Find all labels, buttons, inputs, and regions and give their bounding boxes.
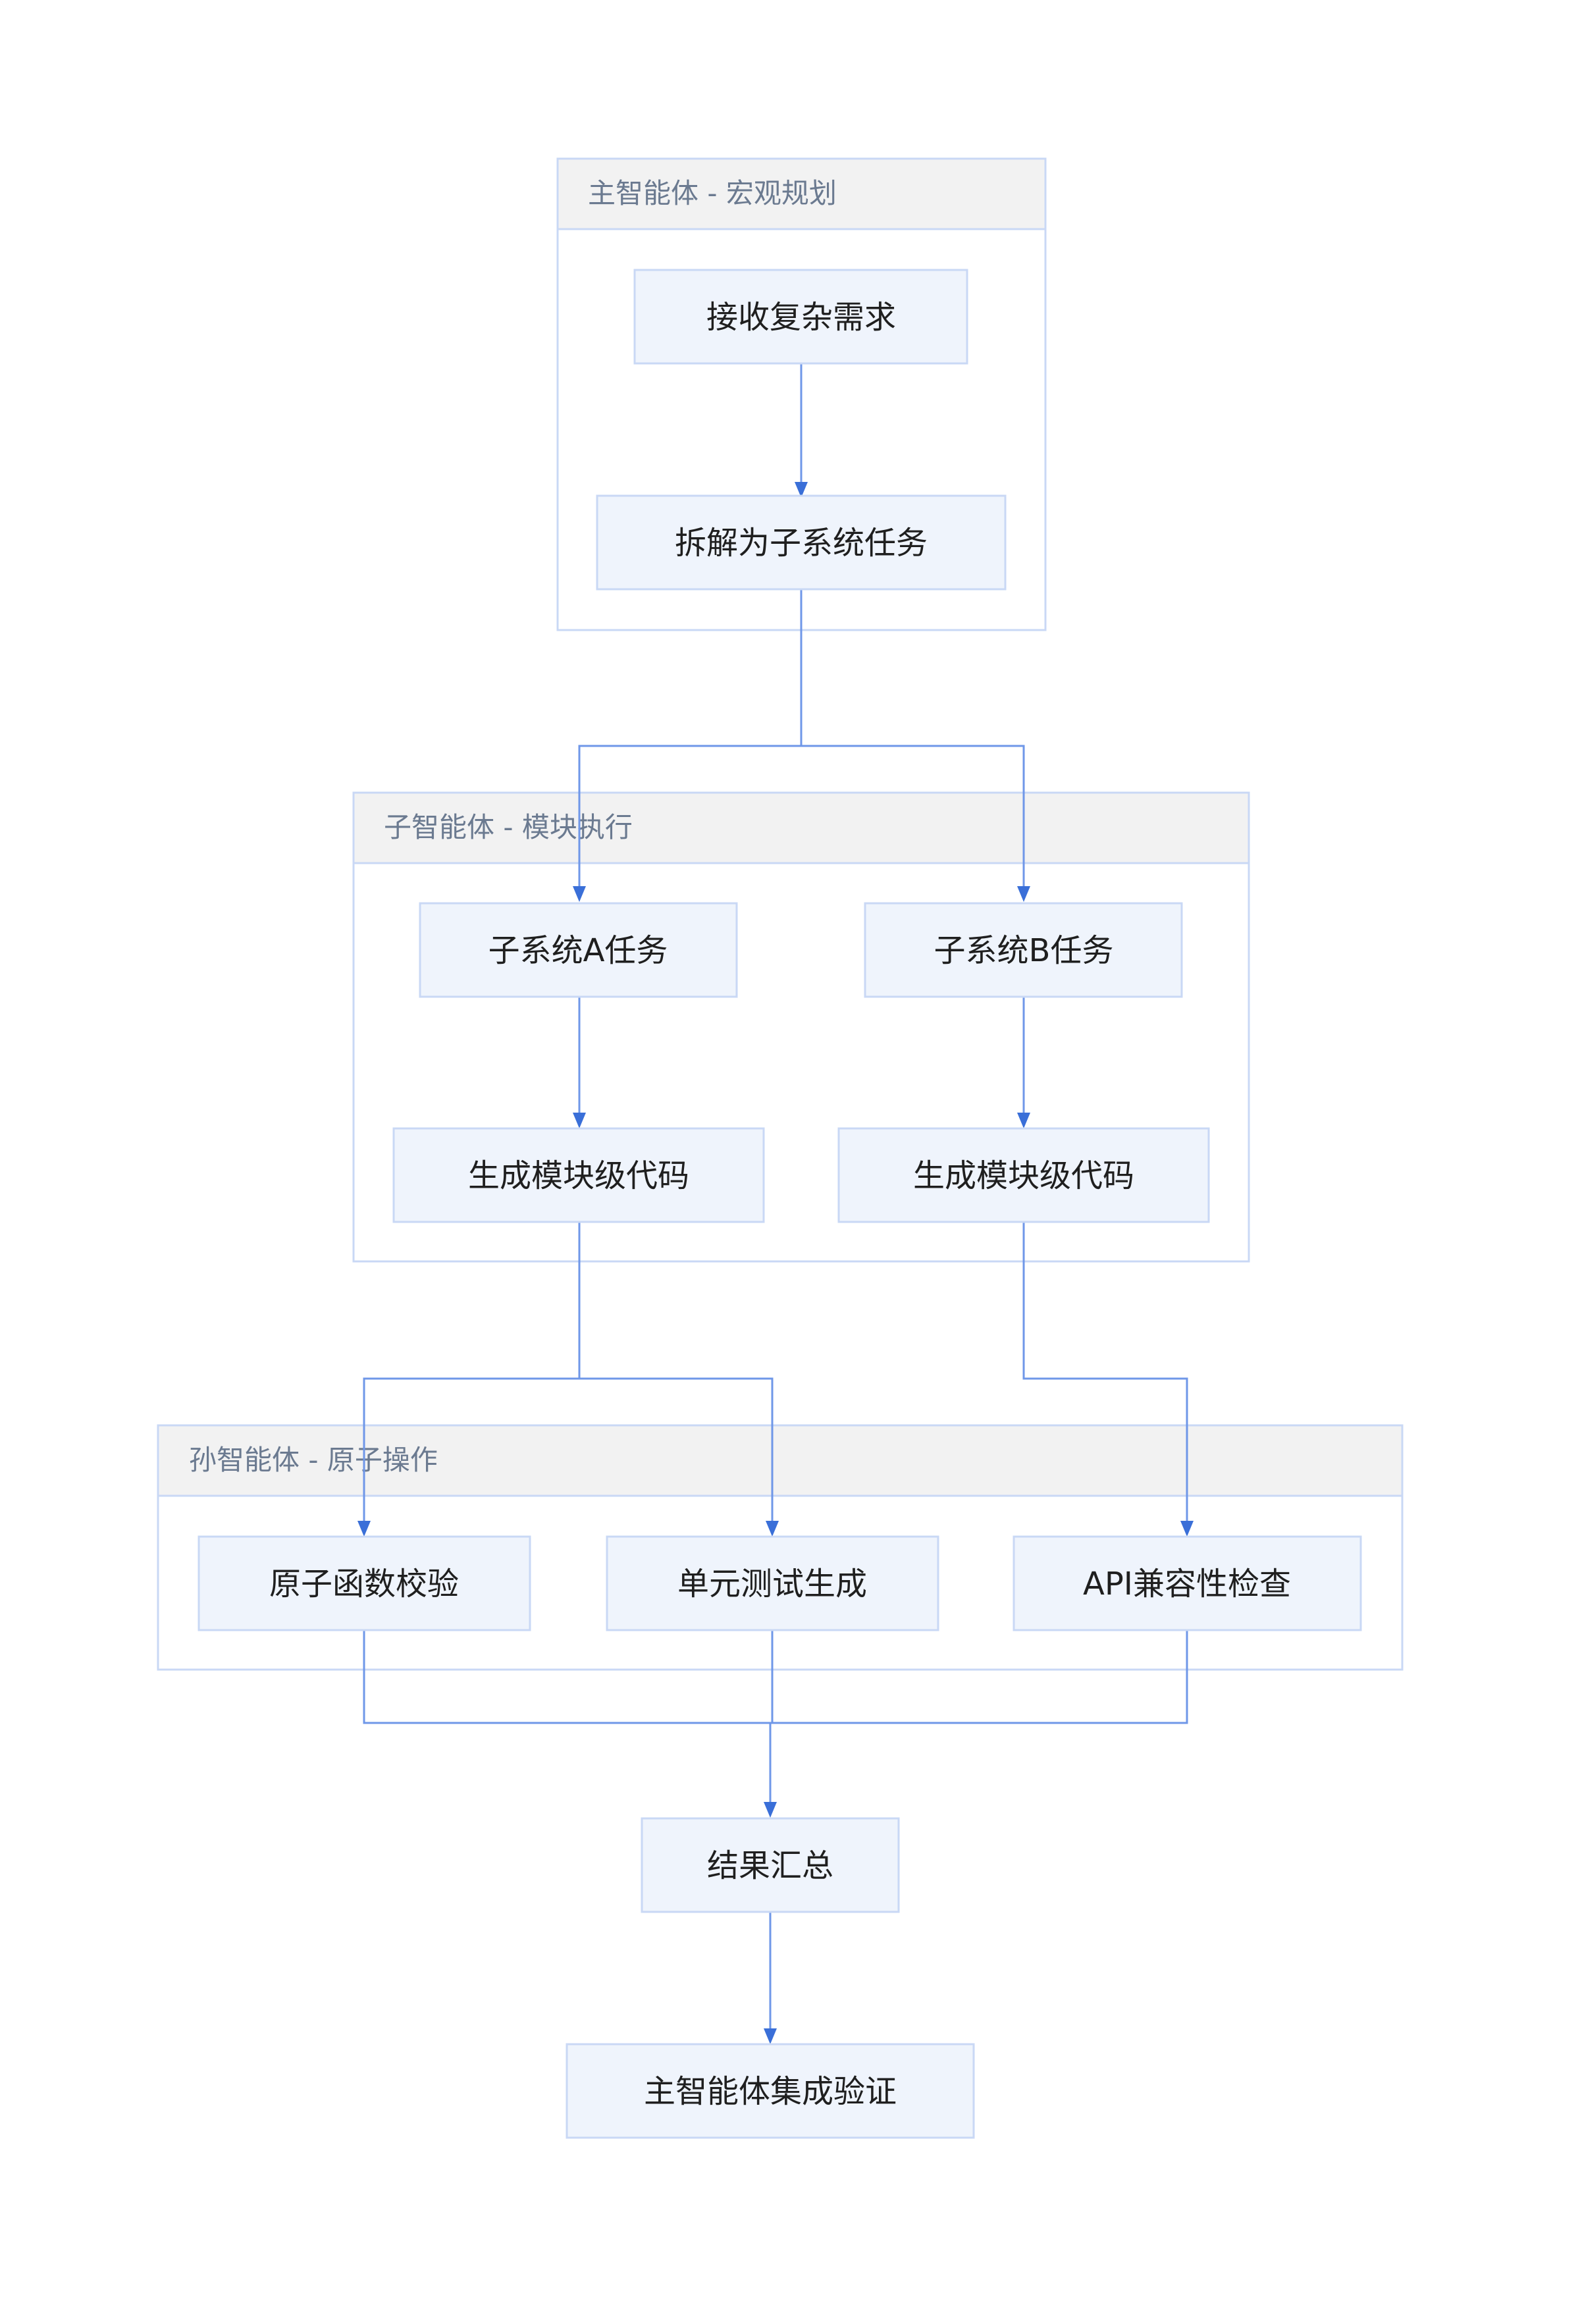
edge-decompose-subA xyxy=(578,589,803,892)
node-api-label: API兼容性检查 xyxy=(1083,1566,1291,1602)
node-genA: 生成模块级代码 xyxy=(392,1127,765,1223)
node-genA-label: 生成模块级代码 xyxy=(468,1157,689,1194)
node-atomic: 原子函数校验 xyxy=(198,1535,531,1631)
node-subA-label: 子系统A任务 xyxy=(488,932,668,969)
cluster-main-title: 主智能体 - 宏观规划 xyxy=(588,177,837,209)
node-unittest: 单元测试生成 xyxy=(606,1535,939,1631)
arrowhead-verify xyxy=(764,2028,777,2044)
node-subA: 子系统A任务 xyxy=(419,902,738,998)
cluster-grand-title: 孙智能体 - 原子操作 xyxy=(189,1444,438,1476)
node-atomic-label: 原子函数校验 xyxy=(269,1566,459,1602)
edge-genA-atomic xyxy=(363,1222,581,1526)
node-decompose-label: 拆解为子系统任务 xyxy=(675,525,928,562)
edge-genB-api xyxy=(1022,1222,1188,1526)
node-unittest-label: 单元测试生成 xyxy=(677,1566,867,1602)
arrowhead-decompose xyxy=(795,482,808,498)
node-decompose: 拆解为子系统任务 xyxy=(596,494,1007,591)
edge-decompose-subB xyxy=(801,745,1025,892)
node-verify-label: 主智能体集成验证 xyxy=(644,2073,897,2110)
arrowhead-subA xyxy=(573,886,586,902)
node-summary: 结果汇总 xyxy=(641,1817,900,1913)
node-verify: 主智能体集成验证 xyxy=(566,2043,975,2139)
arrowhead-genA xyxy=(573,1113,586,1128)
node-summary-label: 结果汇总 xyxy=(707,1847,833,1884)
arrowhead-atomic xyxy=(357,1521,371,1537)
arrowhead-subB xyxy=(1017,886,1030,902)
edge-genA-unittest xyxy=(579,1377,774,1526)
node-subB-label: 子系统B任务 xyxy=(934,932,1114,969)
node-genB: 生成模块级代码 xyxy=(837,1127,1210,1223)
arrowhead-summary xyxy=(764,1802,777,1818)
arrowhead-unittest xyxy=(766,1521,779,1537)
edges xyxy=(363,363,1188,2033)
arrowhead-api xyxy=(1180,1521,1194,1537)
edge-api-summary xyxy=(770,1630,1188,1724)
node-receive: 接收复杂需求 xyxy=(633,269,968,365)
edge-atomic-summary xyxy=(363,1630,772,1807)
node-subB: 子系统B任务 xyxy=(864,902,1183,998)
cluster-sub-title: 子智能体 - 模块执行 xyxy=(384,811,633,843)
arrowheads xyxy=(357,482,1194,2044)
node-receive-label: 接收复杂需求 xyxy=(706,299,896,336)
node-genB-label: 生成模块级代码 xyxy=(913,1157,1134,1194)
arrowhead-genB xyxy=(1017,1113,1030,1128)
node-api: API兼容性检查 xyxy=(1013,1535,1362,1631)
